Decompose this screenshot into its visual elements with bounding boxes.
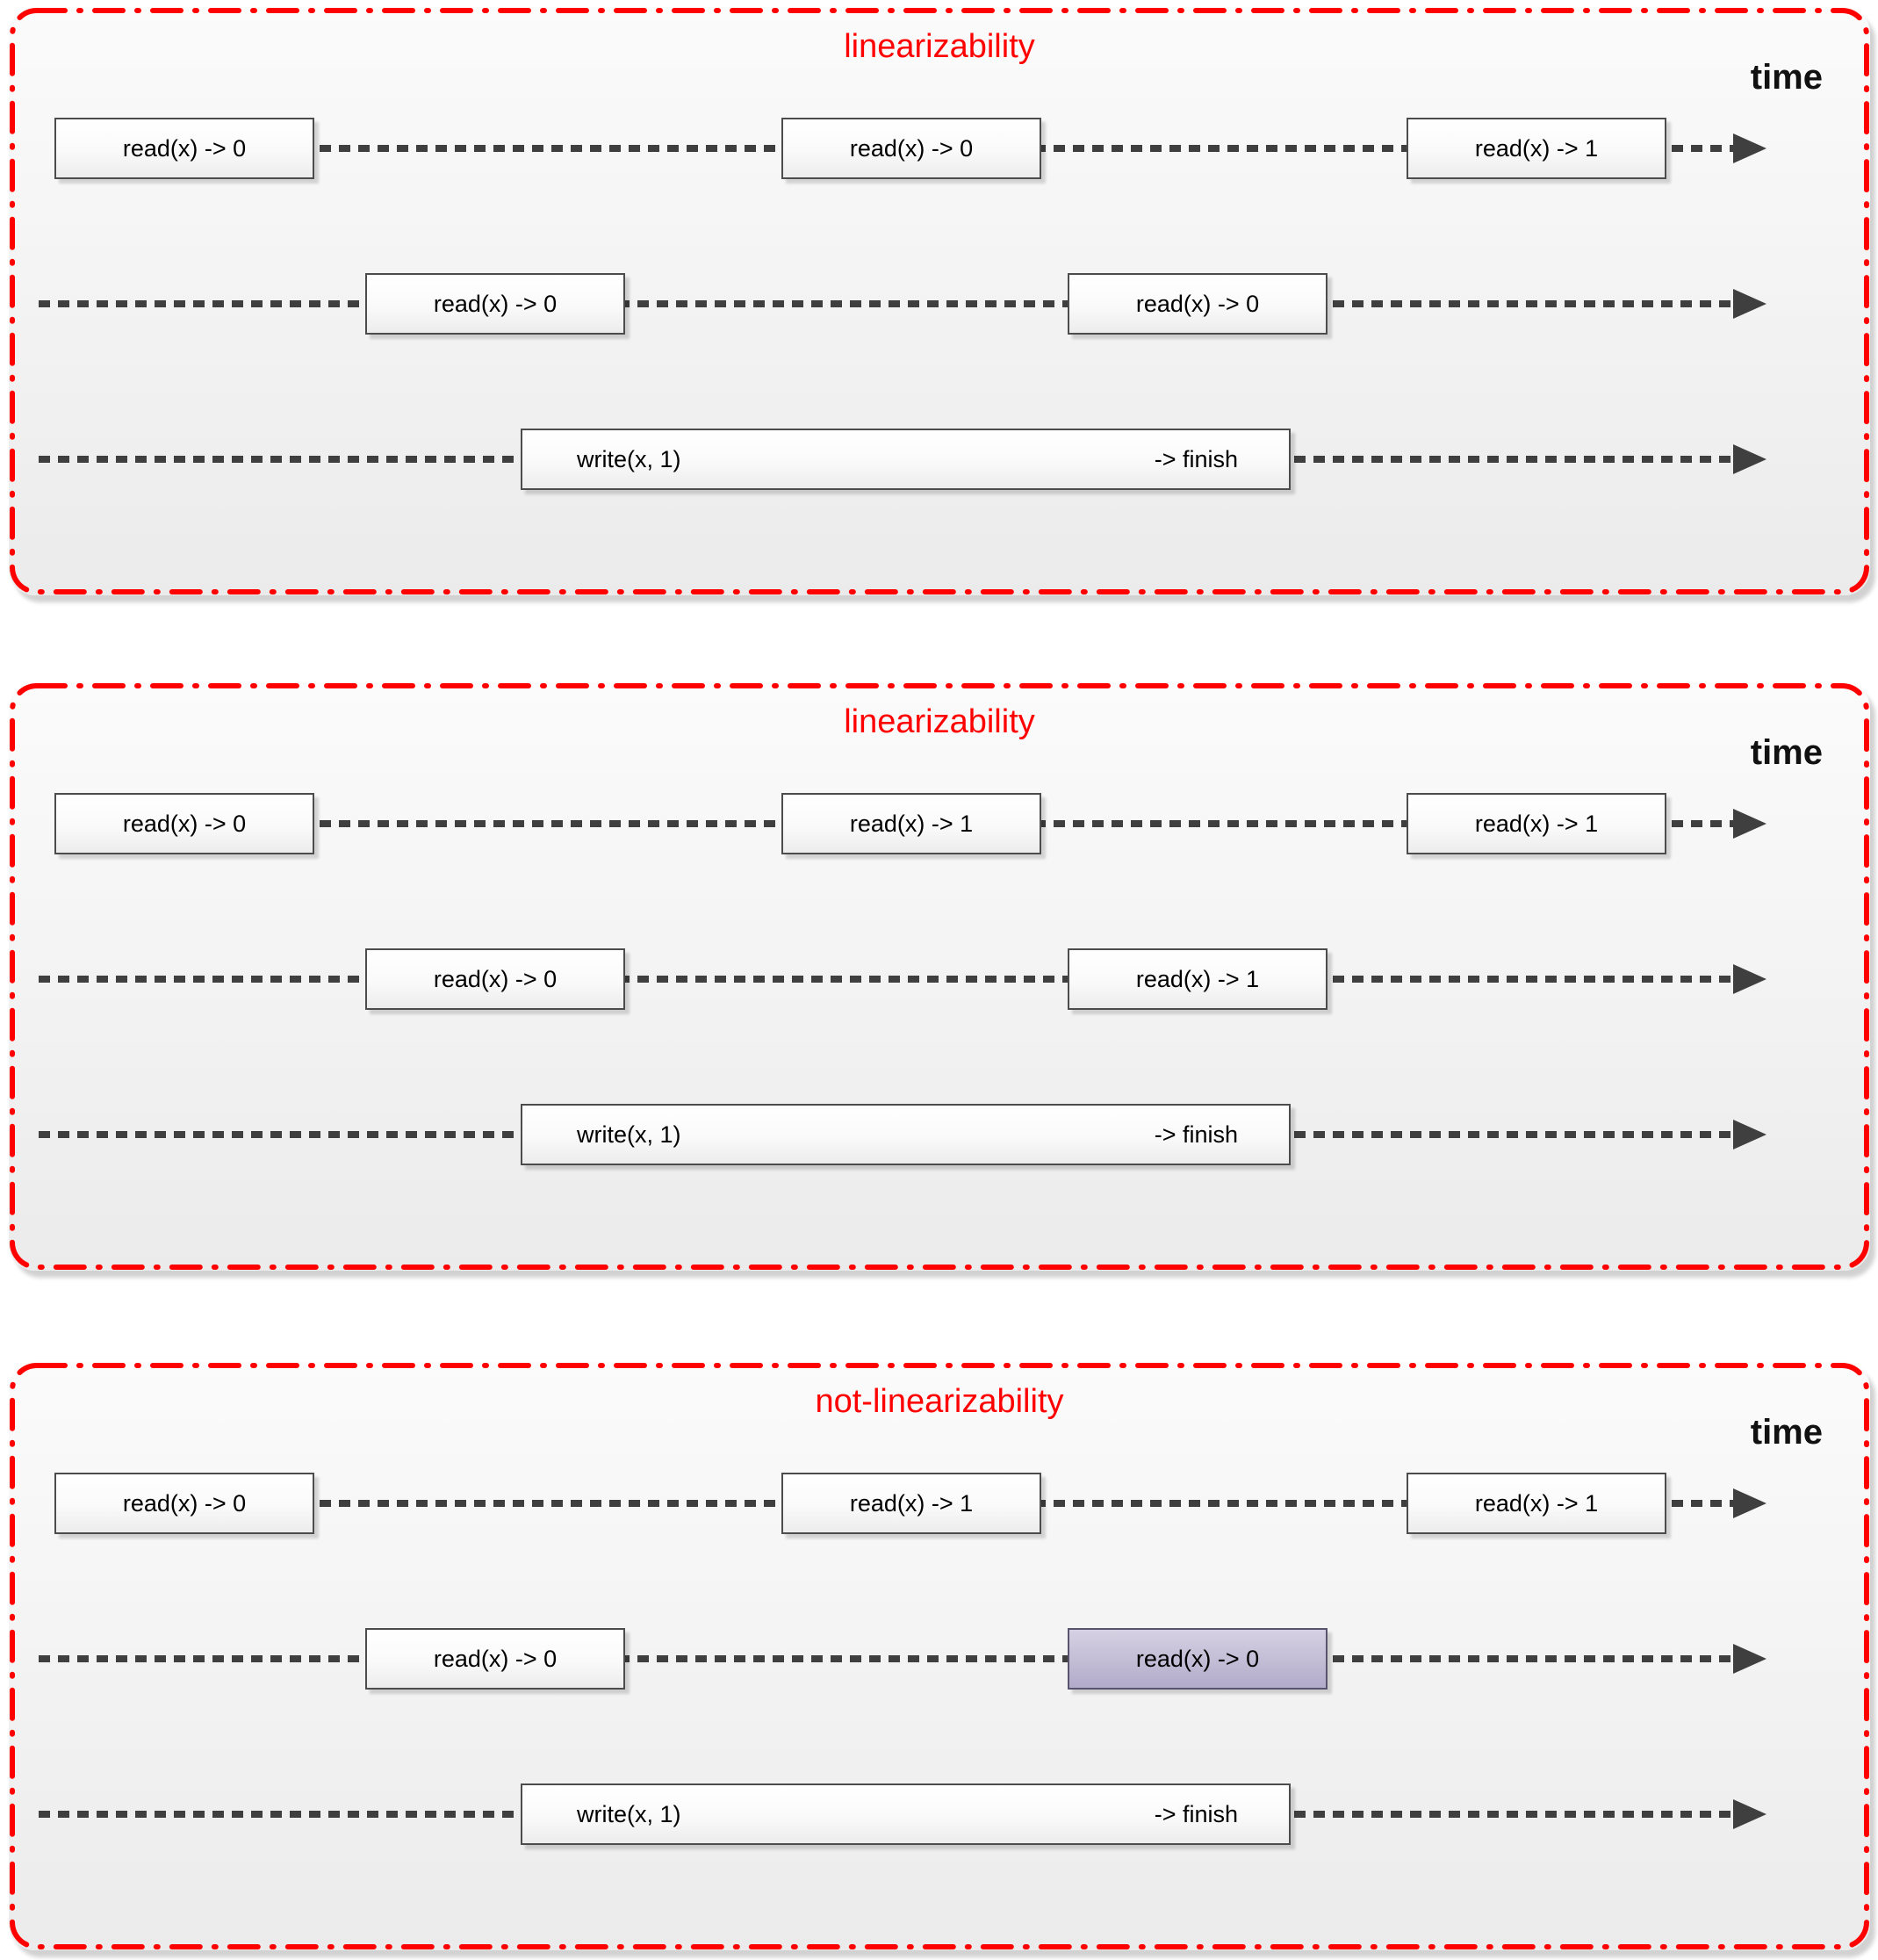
timeline-dashes bbox=[39, 1655, 1735, 1662]
operation-box: read(x) -> 0 bbox=[365, 948, 625, 1010]
arrow-right-icon bbox=[1733, 1799, 1766, 1829]
arrow-right-icon bbox=[1733, 444, 1766, 474]
operation-box: read(x) -> 0 bbox=[781, 118, 1041, 179]
timeline-dashes bbox=[39, 300, 1735, 307]
operation-box: read(x) -> 0 bbox=[1068, 273, 1328, 335]
arrow-right-icon bbox=[1733, 1488, 1766, 1518]
time-label: time bbox=[1750, 58, 1823, 97]
timeline-row: read(x) -> 0 read(x) -> 1 bbox=[9, 948, 1870, 1012]
arrow-right-icon bbox=[1733, 133, 1766, 163]
timeline-row: read(x) -> 0 read(x) -> 1 read(x) -> 1 bbox=[9, 1473, 1870, 1536]
write-operation-box: write(x, 1) -> finish bbox=[521, 429, 1291, 490]
operation-box: read(x) -> 0 bbox=[365, 273, 625, 335]
timeline-row: write(x, 1) -> finish bbox=[9, 429, 1870, 492]
timeline-row: write(x, 1) -> finish bbox=[9, 1104, 1870, 1167]
operation-box: read(x) -> 0 bbox=[54, 793, 314, 854]
operation-box: read(x) -> 0 bbox=[54, 118, 314, 179]
time-label: time bbox=[1750, 733, 1823, 772]
write-operation-box: write(x, 1) -> finish bbox=[521, 1104, 1291, 1165]
operation-box: read(x) -> 1 bbox=[1407, 793, 1666, 854]
finish-label: -> finish bbox=[1154, 1800, 1238, 1827]
operation-box: read(x) -> 1 bbox=[1407, 118, 1666, 179]
panel-title: linearizability bbox=[844, 28, 1035, 65]
timeline-row: read(x) -> 0 read(x) -> 0 bbox=[9, 273, 1870, 336]
timeline-row: write(x, 1) -> finish bbox=[9, 1783, 1870, 1847]
arrow-right-icon bbox=[1733, 809, 1766, 839]
write-label: write(x, 1) bbox=[577, 1121, 681, 1148]
panel-title: not-linearizability bbox=[815, 1383, 1064, 1420]
write-label: write(x, 1) bbox=[577, 1800, 681, 1827]
write-operation-box: write(x, 1) -> finish bbox=[521, 1783, 1291, 1845]
panel-title: linearizability bbox=[844, 703, 1035, 740]
operation-box: read(x) -> 0 bbox=[54, 1473, 314, 1534]
timeline-row: read(x) -> 0 read(x) -> 0 bbox=[9, 1628, 1870, 1691]
time-label: time bbox=[1750, 1413, 1823, 1452]
panel-not-linearizability: not-linearizability time read(x) -> 0 re… bbox=[9, 1362, 1870, 1950]
arrow-right-icon bbox=[1733, 1120, 1766, 1149]
panel-linearizability-1: linearizability time read(x) -> 0 read(x… bbox=[9, 7, 1870, 595]
operation-box: read(x) -> 0 bbox=[365, 1628, 625, 1690]
finish-label: -> finish bbox=[1154, 1121, 1238, 1148]
operation-box: read(x) -> 1 bbox=[1407, 1473, 1666, 1534]
operation-box: read(x) -> 1 bbox=[1068, 948, 1328, 1010]
write-label: write(x, 1) bbox=[577, 445, 681, 472]
timeline-row: read(x) -> 0 read(x) -> 0 read(x) -> 1 bbox=[9, 118, 1870, 181]
arrow-right-icon bbox=[1733, 1644, 1766, 1674]
operation-box: read(x) -> 1 bbox=[781, 1473, 1041, 1534]
arrow-right-icon bbox=[1733, 964, 1766, 994]
operation-box: read(x) -> 1 bbox=[781, 793, 1041, 854]
highlighted-operation-box: read(x) -> 0 bbox=[1068, 1628, 1328, 1690]
timeline-dashes bbox=[39, 976, 1735, 983]
panel-linearizability-2: linearizability time read(x) -> 0 read(x… bbox=[9, 682, 1870, 1271]
arrow-right-icon bbox=[1733, 289, 1766, 319]
timeline-row: read(x) -> 0 read(x) -> 1 read(x) -> 1 bbox=[9, 793, 1870, 856]
finish-label: -> finish bbox=[1154, 445, 1238, 472]
